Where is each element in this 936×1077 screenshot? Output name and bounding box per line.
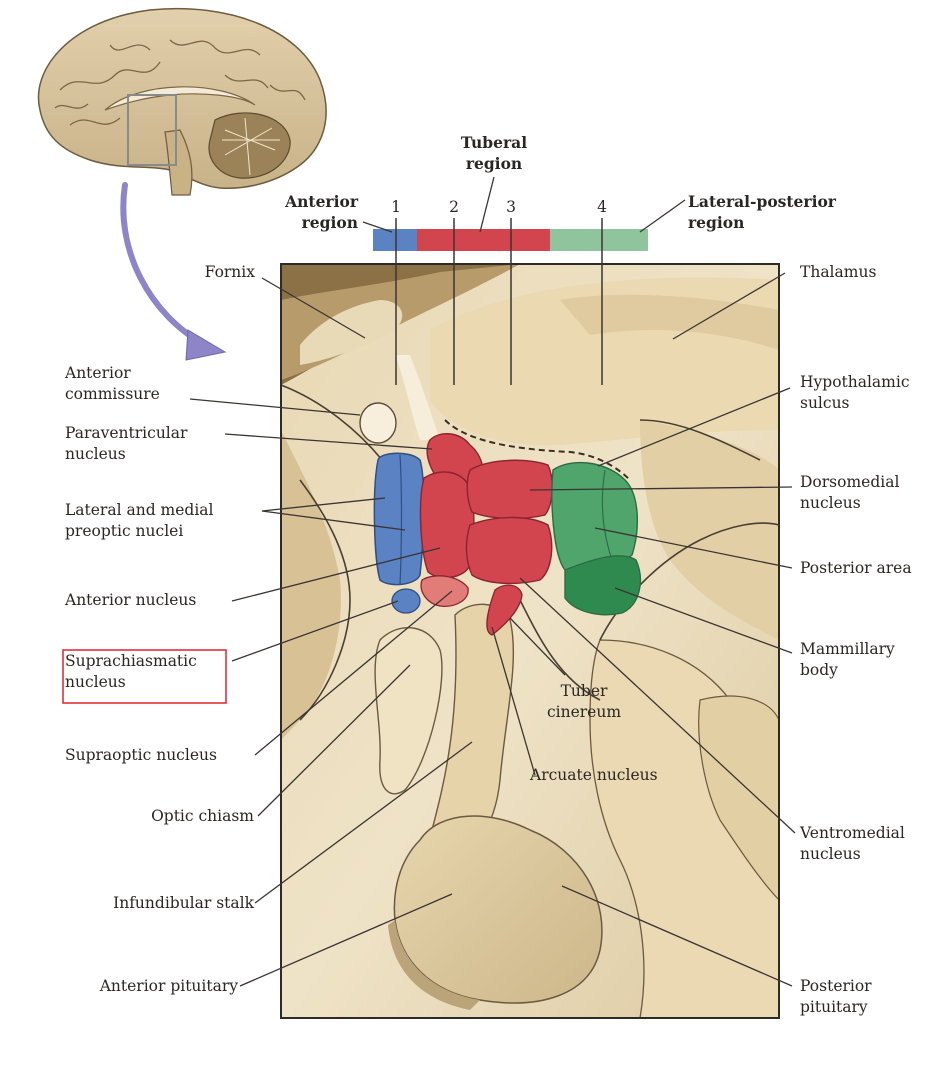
label-line: preoptic nuclei — [65, 522, 183, 540]
ventromedial-nucleus-shape — [466, 518, 551, 584]
label-line: Infundibular stalk — [113, 894, 255, 912]
label-line: Dorsomedial — [800, 473, 899, 491]
label-dorsomedial-nucleus: Dorsomedial nucleus — [800, 473, 899, 512]
label-line: Fornix — [205, 263, 256, 281]
label-line: region — [688, 213, 744, 232]
label-posterior-area: Posterior area — [800, 559, 912, 577]
posterior-area-shape — [552, 463, 637, 572]
label-anterior-pituitary: Anterior pituitary — [99, 977, 239, 995]
label-line: nucleus — [65, 445, 126, 463]
label-paraventricular-nucleus: Paraventricular nucleus — [65, 424, 188, 463]
label-line: Hypothalamic — [800, 373, 910, 391]
label-line: region — [302, 213, 358, 232]
anterior-region-bar — [373, 229, 417, 251]
label-ventromedial-nucleus: Ventromedial nucleus — [799, 824, 905, 863]
section-number-2: 2 — [449, 198, 459, 216]
label-line: Supraoptic nucleus — [65, 746, 217, 764]
label-line: Mammillary — [800, 640, 895, 658]
label-hypothalamic-sulcus: Hypothalamic sulcus — [800, 373, 910, 412]
section-numbers: 1 2 3 4 — [391, 198, 607, 216]
label-mammillary-body: Mammillary body — [800, 640, 895, 679]
label-anterior-nucleus: Anterior nucleus — [64, 591, 196, 609]
label-line: Suprachiasmatic — [65, 652, 197, 670]
anterior-nucleus-shape — [421, 472, 474, 578]
lateral-posterior-region-label: Lateral-posterior region — [688, 192, 837, 232]
label-line: sulcus — [800, 394, 850, 412]
label-line: Anterior pituitary — [99, 977, 239, 995]
label-line: nucleus — [800, 494, 861, 512]
label-anterior-commissure: Anterior commissure — [64, 364, 160, 403]
anterior-commissure-shape — [360, 403, 396, 443]
anterior-region-label: Anterior region — [284, 192, 359, 232]
label-line: Thalamus — [800, 263, 876, 281]
label-supraoptic-nucleus: Supraoptic nucleus — [65, 746, 217, 764]
label-line: Optic chiasm — [151, 807, 254, 825]
label-line: Lateral-posterior — [688, 192, 837, 211]
label-optic-chiasm: Optic chiasm — [151, 807, 254, 825]
sagittal-brain-thumbnail — [38, 9, 326, 195]
section-number-1: 1 — [391, 198, 401, 216]
label-line: nucleus — [65, 673, 126, 691]
label-line: Posterior area — [800, 559, 912, 577]
label-line: Ventromedial — [799, 824, 905, 842]
label-line: region — [466, 154, 522, 173]
label-line: Lateral and medial — [65, 501, 214, 519]
label-infundibular-stalk: Infundibular stalk — [113, 894, 255, 912]
label-line: Posterior — [800, 977, 872, 995]
label-suprachiasmatic-nucleus: Suprachiasmatic nucleus — [65, 652, 197, 691]
section-number-4: 4 — [597, 198, 607, 216]
label-line: Arcuate nucleus — [529, 766, 658, 784]
label-line: Anterior nucleus — [64, 591, 196, 609]
label-line: cinereum — [547, 703, 621, 721]
label-line: commissure — [65, 385, 160, 403]
label-line: pituitary — [800, 998, 868, 1016]
label-thalamus: Thalamus — [800, 263, 876, 281]
label-posterior-pituitary: Posterior pituitary — [800, 977, 872, 1016]
section-number-3: 3 — [506, 198, 516, 216]
lateral-posterior-region-bar — [550, 229, 648, 251]
label-line: Paraventricular — [65, 424, 188, 442]
preoptic-nuclei-shape — [374, 453, 423, 584]
label-line: Anterior — [64, 364, 131, 382]
label-line: nucleus — [800, 845, 861, 863]
label-suprachiasmatic-nucleus-group: Suprachiasmatic nucleus — [63, 650, 226, 703]
label-line: body — [800, 661, 838, 679]
label-line: Anterior — [284, 192, 359, 211]
label-preoptic-nuclei: Lateral and medial preoptic nuclei — [65, 501, 214, 540]
label-line: Tuber — [561, 682, 608, 700]
tuberal-region-label: Tuberal region — [461, 133, 527, 173]
section-panel — [281, 264, 779, 1018]
label-fornix: Fornix — [205, 263, 256, 281]
label-line: Tuberal — [461, 133, 527, 152]
label-arcuate-nucleus: Arcuate nucleus — [529, 766, 658, 784]
tuberal-region-bar — [417, 229, 550, 251]
